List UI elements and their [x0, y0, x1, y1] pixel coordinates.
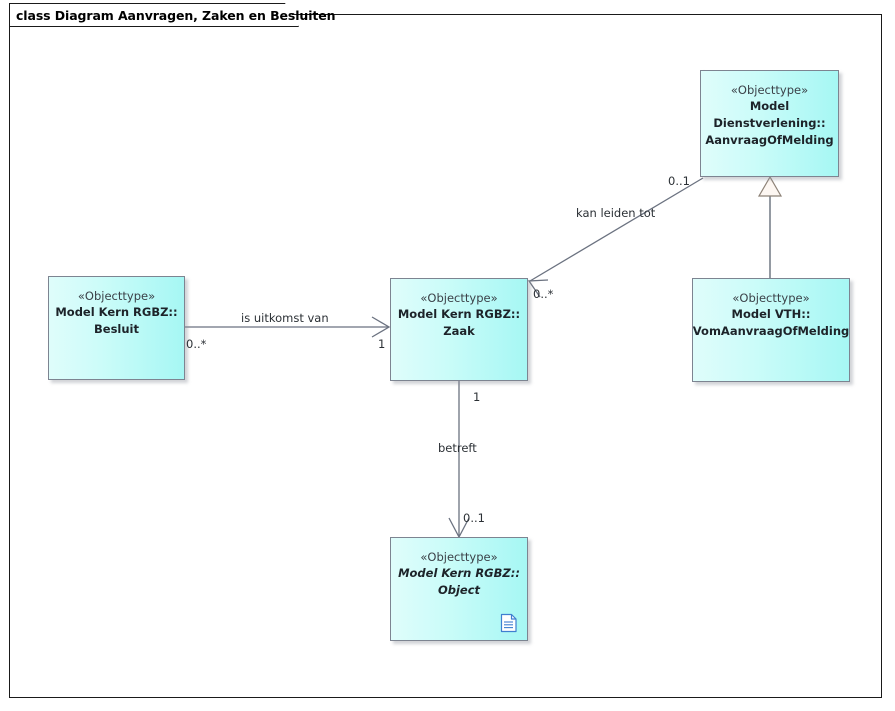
- class-name-line-2: Dienstverlening::: [713, 116, 826, 130]
- diagram-title-label: class Diagram Aanvragen, Zaken en Beslui…: [16, 7, 336, 23]
- multiplicity-object-side: 0..1: [463, 511, 485, 525]
- multiplicity-besluit-side: 0..*: [186, 337, 207, 351]
- class-name-line-2: VomAanvraagOfMelding: [692, 324, 850, 338]
- class-name-line-3: AanvraagOfMelding: [705, 133, 834, 147]
- multiplicity-zaak-side-betreft: 1: [473, 390, 481, 404]
- edge-label-is-uitkomst-van: is uitkomst van: [241, 311, 329, 325]
- class-name-line-1: Model Kern RGBZ::: [55, 305, 178, 319]
- document-note-icon: [500, 613, 517, 633]
- class-stereotype: «Objecttype»: [420, 291, 498, 305]
- class-name-line-2: Besluit: [94, 322, 139, 336]
- diagram-title-tab-content[interactable]: class Diagram Aanvragen, Zaken en Beslui…: [9, 3, 336, 27]
- class-stereotype: «Objecttype»: [732, 291, 810, 305]
- diagram-title-tab[interactable]: [9, 3, 299, 27]
- class-name-line-1: Model Kern RGBZ::: [397, 307, 521, 321]
- edge-label-betreft: betreft: [438, 441, 477, 455]
- class-stereotype: «Objecttype»: [77, 289, 156, 303]
- class-box-aanvraagofmelding[interactable]: «Objecttype» Model Dienstverlening:: Aan…: [700, 70, 839, 177]
- multiplicity-zaak-side-uitkomst: 1: [378, 337, 386, 351]
- class-stereotype: «Objecttype»: [420, 550, 498, 564]
- class-box-besluit[interactable]: «Objecttype» Model Kern RGBZ:: Besluit: [48, 276, 185, 380]
- class-name-line-2: Zaak: [443, 324, 475, 338]
- class-stereotype: «Objecttype»: [730, 83, 809, 97]
- edge-label-kan-leiden-tot: kan leiden tot: [576, 206, 656, 220]
- class-box-vomaanvraagofmelding[interactable]: «Objecttype» Model VTH:: VomAanvraagOfMe…: [692, 278, 850, 382]
- class-box-zaak[interactable]: «Objecttype» Model Kern RGBZ:: Zaak: [390, 278, 528, 381]
- multiplicity-zaak-side-kanleiden: 0..*: [533, 287, 554, 301]
- class-name-line-1: Model VTH::: [731, 307, 811, 321]
- multiplicity-aanvraagofmelding-side: 0..1: [668, 174, 690, 188]
- class-name-line-2: Object: [437, 583, 481, 597]
- class-box-object[interactable]: «Objecttype» Model Kern RGBZ:: Object: [390, 537, 528, 641]
- class-name-line-1: Model: [749, 99, 790, 113]
- class-name-line-1: Model Kern RGBZ::: [398, 566, 520, 580]
